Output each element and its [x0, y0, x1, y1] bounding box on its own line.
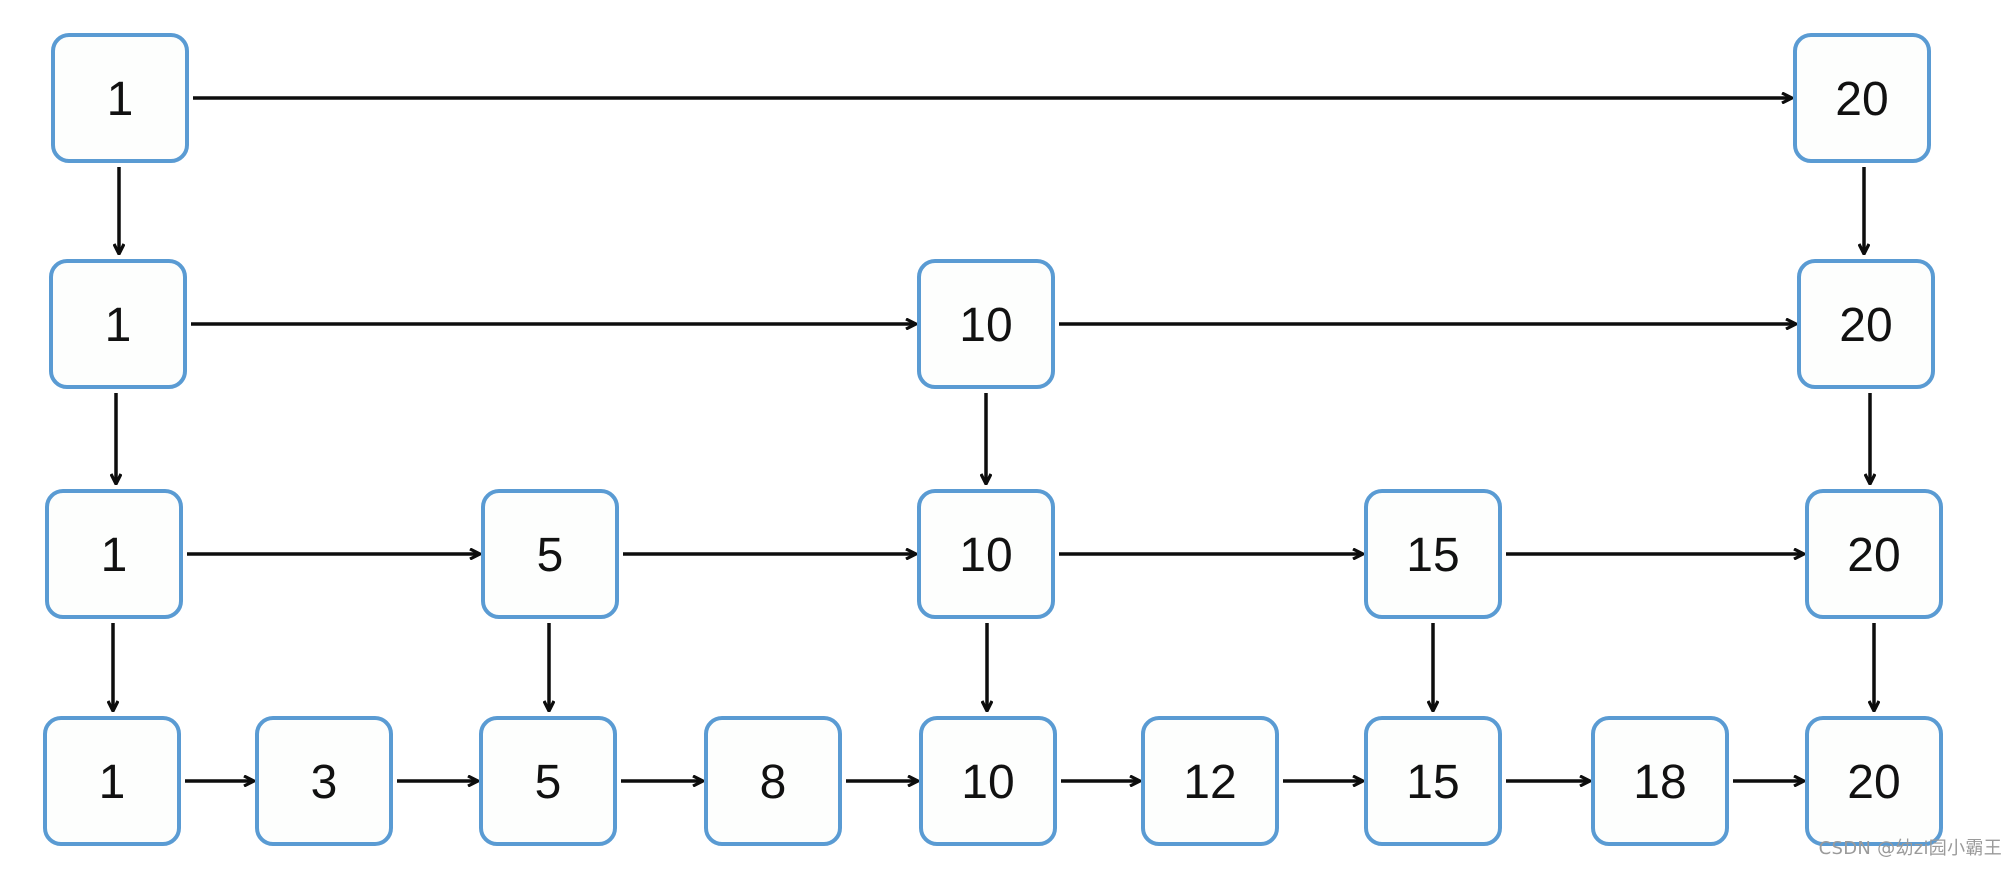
node-level1-1: 1 [51, 33, 189, 163]
node-label: 1 [107, 73, 134, 126]
node-level4-20: 20 [1805, 716, 1943, 846]
node-level3-5: 5 [481, 489, 619, 619]
node-label: 5 [537, 529, 564, 582]
node-level4-18: 18 [1591, 716, 1729, 846]
node-level1-20: 20 [1793, 33, 1931, 163]
watermark-text: CSDN @幼zi园小霸王 [1818, 838, 2002, 859]
node-label: 12 [1183, 756, 1236, 809]
node-box [1805, 716, 1943, 846]
node-level4-12: 12 [1141, 716, 1279, 846]
arrow-layer [113, 98, 1874, 781]
node-box [919, 716, 1057, 846]
node-level2-10: 10 [917, 259, 1055, 389]
node-label: 10 [959, 529, 1012, 582]
node-box [1805, 489, 1943, 619]
node-box [1797, 259, 1935, 389]
node-level3-15: 15 [1364, 489, 1502, 619]
node-box [1591, 716, 1729, 846]
node-label: 10 [961, 756, 1014, 809]
node-label: 20 [1839, 299, 1892, 352]
node-box [917, 259, 1055, 389]
node-box [481, 489, 619, 619]
node-box [479, 716, 617, 846]
node-box [1141, 716, 1279, 846]
node-level4-15: 15 [1364, 716, 1502, 846]
node-box [1793, 33, 1931, 163]
node-label: 18 [1633, 756, 1686, 809]
node-level3-1: 1 [45, 489, 183, 619]
node-label: 15 [1406, 756, 1459, 809]
node-box [255, 716, 393, 846]
node-level4-8: 8 [704, 716, 842, 846]
node-box [51, 33, 189, 163]
node-level4-10: 10 [919, 716, 1057, 846]
node-label: 20 [1835, 73, 1888, 126]
node-label: 1 [101, 529, 128, 582]
node-label: 3 [311, 756, 338, 809]
node-box [43, 716, 181, 846]
node-box [49, 259, 187, 389]
node-level4-5: 5 [479, 716, 617, 846]
node-label: 5 [535, 756, 562, 809]
node-box [1364, 489, 1502, 619]
node-label: 15 [1406, 529, 1459, 582]
node-level2-20: 20 [1797, 259, 1935, 389]
node-label: 8 [760, 756, 787, 809]
node-label: 10 [959, 299, 1012, 352]
node-level3-10: 10 [917, 489, 1055, 619]
node-level4-1: 1 [43, 716, 181, 846]
node-label: 1 [105, 299, 132, 352]
node-box [704, 716, 842, 846]
node-label: 1 [99, 756, 126, 809]
node-level2-1: 1 [49, 259, 187, 389]
node-box [917, 489, 1055, 619]
node-box [45, 489, 183, 619]
node-label: 20 [1847, 529, 1900, 582]
node-box [1364, 716, 1502, 846]
node-level3-20: 20 [1805, 489, 1943, 619]
node-level4-3: 3 [255, 716, 393, 846]
node-label: 20 [1847, 756, 1900, 809]
